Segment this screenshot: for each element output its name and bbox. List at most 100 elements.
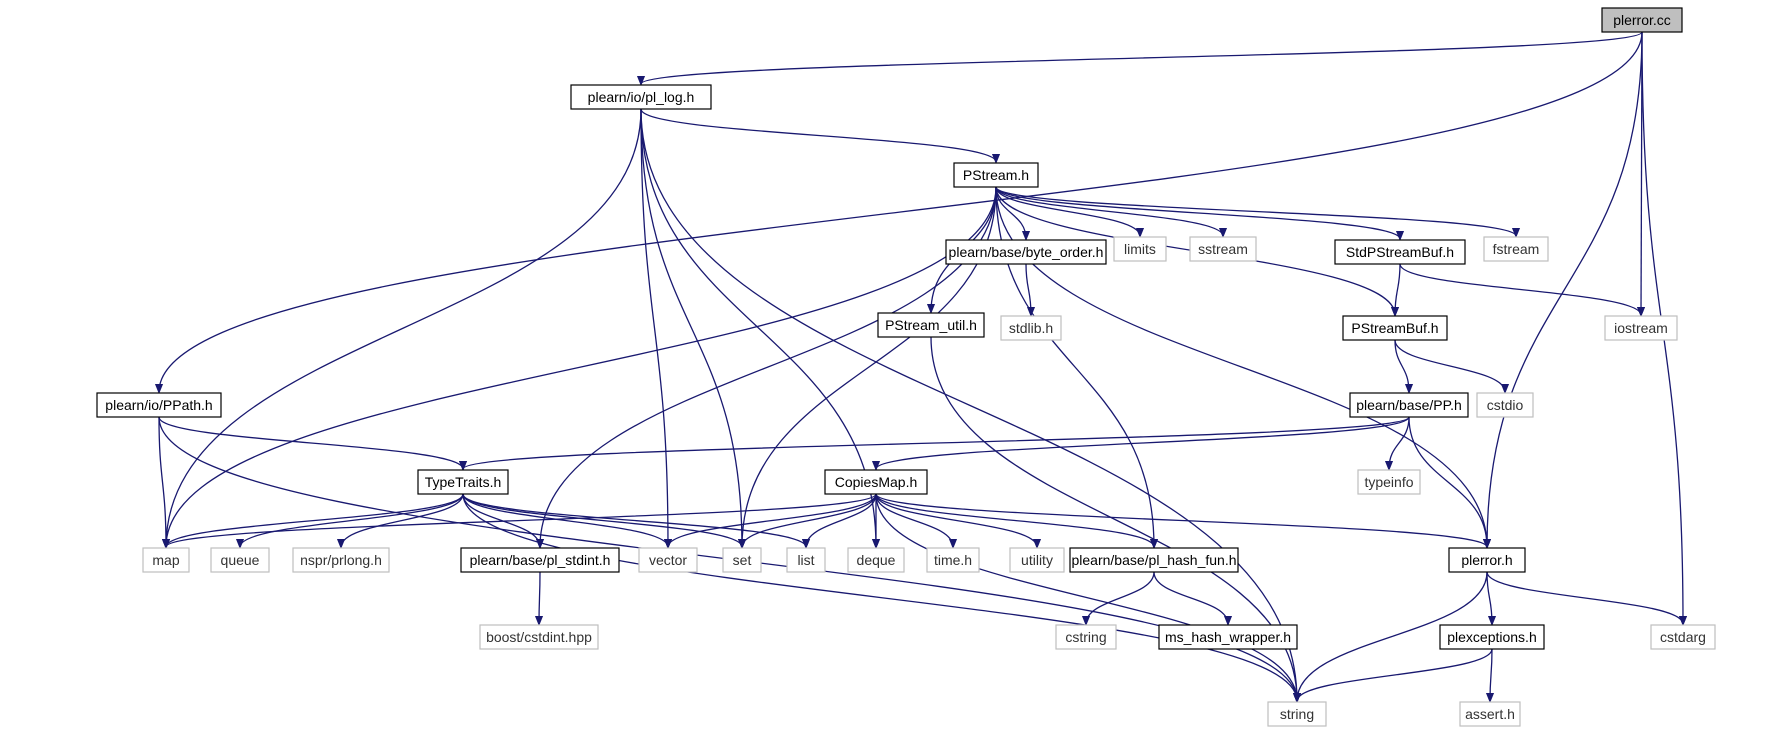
node-iostream: iostream <box>1604 315 1678 341</box>
node-label: typeinfo <box>1364 474 1413 490</box>
node-label: boost/cstdint.hpp <box>486 629 592 645</box>
node-label: map <box>152 552 179 568</box>
node-box <box>926 547 980 573</box>
node-map: map <box>142 547 190 573</box>
node-pstreambuf-h[interactable]: PStreamBuf.h <box>1342 315 1448 341</box>
node-label: limits <box>1124 241 1156 257</box>
node-cstdarg: cstdarg <box>1650 624 1716 650</box>
edge-stdpstreambuf_h-to-iostream <box>1399 263 1641 315</box>
node-box <box>1113 236 1167 262</box>
node-ms-hash-wrapper-h[interactable]: ms_hash_wrapper.h <box>1158 624 1298 650</box>
node-label: plerror.cc <box>1613 12 1671 28</box>
node-label: CopiesMap.h <box>835 474 918 490</box>
node-label: plerror.h <box>1461 552 1512 568</box>
node-box[interactable] <box>1439 624 1545 650</box>
edge-pp_h-to-typetraits_h <box>463 416 1410 469</box>
node-box[interactable] <box>824 469 928 495</box>
edge-pp_h-to-plerror_h <box>1408 416 1487 547</box>
node-box <box>1009 547 1065 573</box>
node-label: plearn/io/PPath.h <box>105 397 212 413</box>
node-label: queue <box>221 552 260 568</box>
node-pl-stdint-h[interactable]: plearn/base/pl_stdint.h <box>460 547 620 573</box>
node-box[interactable] <box>945 239 1107 265</box>
node-sstream: sstream <box>1189 236 1257 262</box>
node-box[interactable] <box>460 547 620 573</box>
node-label: plearn/io/pl_log.h <box>588 89 695 105</box>
node-box[interactable] <box>877 312 985 338</box>
node-box[interactable] <box>1158 624 1298 650</box>
node-pl-hash-fun-h[interactable]: plearn/base/pl_hash_fun.h <box>1069 547 1239 573</box>
node-set: set <box>722 547 762 573</box>
node-label: PStream_util.h <box>885 317 977 333</box>
node-box <box>722 547 762 573</box>
node-label: cstdarg <box>1660 629 1706 645</box>
node-label: iostream <box>1614 320 1668 336</box>
edge-typetraits_h-to-string <box>462 493 1297 701</box>
node-box <box>1476 392 1534 418</box>
edge-copiesmap_h-to-utility <box>875 493 1037 547</box>
node-copiesmap-h[interactable]: CopiesMap.h <box>824 469 928 495</box>
node-label: deque <box>857 552 896 568</box>
edge-plerror_cc-to-pl_log_h <box>641 31 1643 84</box>
node-pl-log-h[interactable]: plearn/io/pl_log.h <box>570 84 712 110</box>
node-label: sstream <box>1198 241 1248 257</box>
node-box[interactable] <box>1334 239 1466 265</box>
node-plerror-cc[interactable]: plerror.cc <box>1601 7 1683 33</box>
edge-pl_log_h-to-string <box>640 108 1297 701</box>
node-label: plearn/base/PP.h <box>1356 397 1462 413</box>
node-box[interactable] <box>1601 7 1683 33</box>
node-stdpstreambuf-h[interactable]: StdPStreamBuf.h <box>1334 239 1466 265</box>
node-box[interactable] <box>570 84 712 110</box>
node-label: PStreamBuf.h <box>1351 320 1438 336</box>
node-byte-order-h[interactable]: plearn/base/byte_order.h <box>945 239 1107 265</box>
edge-byte_order_h-to-stdlib_h <box>1025 263 1031 315</box>
node-box <box>1650 624 1716 650</box>
edge-copiesmap_h-to-time_h <box>875 493 953 547</box>
node-label: plearn/base/pl_stdint.h <box>470 552 611 568</box>
node-label: stdlib.h <box>1009 320 1053 336</box>
node-pstream-h[interactable]: PStream.h <box>953 162 1039 188</box>
node-fstream: fstream <box>1483 236 1549 262</box>
node-box <box>638 547 698 573</box>
node-pstream-util-h[interactable]: PStream_util.h <box>877 312 985 338</box>
node-label: cstring <box>1065 629 1106 645</box>
node-label: nspr/prlong.h <box>300 552 382 568</box>
node-box[interactable] <box>417 469 509 495</box>
edge-plexceptions_h-to-string <box>1297 648 1493 701</box>
node-box <box>210 547 270 573</box>
node-plexceptions-h[interactable]: plexceptions.h <box>1439 624 1545 650</box>
node-label: fstream <box>1493 241 1540 257</box>
node-pp-h[interactable]: plearn/base/PP.h <box>1349 392 1469 418</box>
edge-plexceptions_h-to-assert_h <box>1490 648 1492 701</box>
node-typetraits-h[interactable]: TypeTraits.h <box>417 469 509 495</box>
edge-typetraits_h-to-set <box>462 493 742 547</box>
edge-pstream_h-to-sstream <box>995 186 1223 236</box>
node-box[interactable] <box>1342 315 1448 341</box>
edge-ppath_h-to-map <box>158 416 166 547</box>
node-limits: limits <box>1113 236 1167 262</box>
node-nspr-prlong-h: nspr/prlong.h <box>292 547 390 573</box>
edge-copiesmap_h-to-list <box>806 493 877 547</box>
node-box[interactable] <box>1349 392 1469 418</box>
node-box[interactable] <box>1448 547 1526 573</box>
edge-stdpstreambuf_h-to-pstreambuf_h <box>1395 263 1401 315</box>
node-ppath-h[interactable]: plearn/io/PPath.h <box>96 392 222 418</box>
node-vector: vector <box>638 547 698 573</box>
node-label: assert.h <box>1465 706 1515 722</box>
edge-copiesmap_h-to-string <box>875 493 1297 701</box>
node-plerror-h[interactable]: plerror.h <box>1448 547 1526 573</box>
node-cstring: cstring <box>1055 624 1117 650</box>
node-box <box>1459 701 1521 727</box>
edge-pl_log_h-to-vector <box>640 108 668 547</box>
node-box <box>1357 469 1421 495</box>
edge-pstream_h-to-limits <box>995 186 1140 236</box>
node-label: vector <box>649 552 687 568</box>
edge-copiesmap_h-to-vector <box>668 493 877 547</box>
edge-plerror_h-to-plexceptions_h <box>1486 571 1492 624</box>
node-box[interactable] <box>953 162 1039 188</box>
node-box[interactable] <box>96 392 222 418</box>
edge-typetraits_h-to-queue <box>240 493 464 547</box>
node-box <box>1189 236 1257 262</box>
node-box[interactable] <box>1069 547 1239 573</box>
